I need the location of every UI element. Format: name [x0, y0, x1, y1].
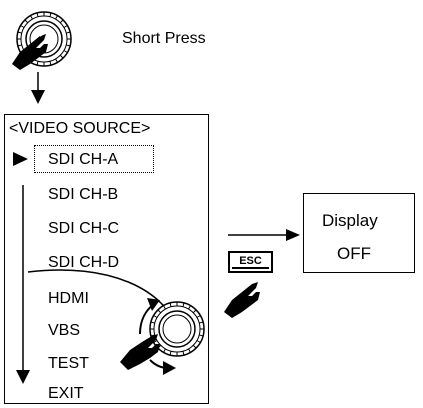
pointing-hand-icon-lower — [120, 334, 160, 370]
menu-item-exit[interactable]: EXIT — [48, 385, 84, 402]
pointing-hand-icon — [12, 29, 51, 70]
rotary-knob-icon-lower — [149, 301, 205, 357]
menu-item-hdmi[interactable]: HDMI — [48, 290, 89, 307]
scroll-down-arrow — [16, 185, 30, 384]
down-arrow-icon — [31, 72, 45, 104]
right-arrow-icon — [228, 229, 300, 241]
menu-item-sdi-ch-d[interactable]: SDI CH-D — [48, 254, 120, 271]
pointing-hand-icon-esc — [224, 282, 260, 318]
display-state: OFF — [337, 244, 371, 263]
display-status-box — [303, 193, 415, 273]
short-press-label: Short Press — [122, 30, 206, 47]
menu-item-test[interactable]: TEST — [48, 355, 89, 372]
menu-title: <VIDEO SOURCE> — [9, 120, 151, 137]
menu-item-sdi-ch-a[interactable]: SDI CH-A — [48, 151, 119, 168]
video-source-menu — [4, 114, 209, 404]
esc-key[interactable]: ESC — [228, 251, 273, 273]
selection-pointer-icon — [13, 152, 28, 166]
menu-item-vbs[interactable]: VBS — [48, 322, 81, 339]
selected-item-frame — [34, 145, 154, 173]
menu-item-sdi-ch-c[interactable]: SDI CH-C — [48, 220, 120, 237]
rotate-arrows-icon — [139, 298, 176, 375]
menu-item-sdi-ch-b[interactable]: SDI CH-B — [48, 186, 119, 203]
display-label: Display — [322, 211, 378, 230]
